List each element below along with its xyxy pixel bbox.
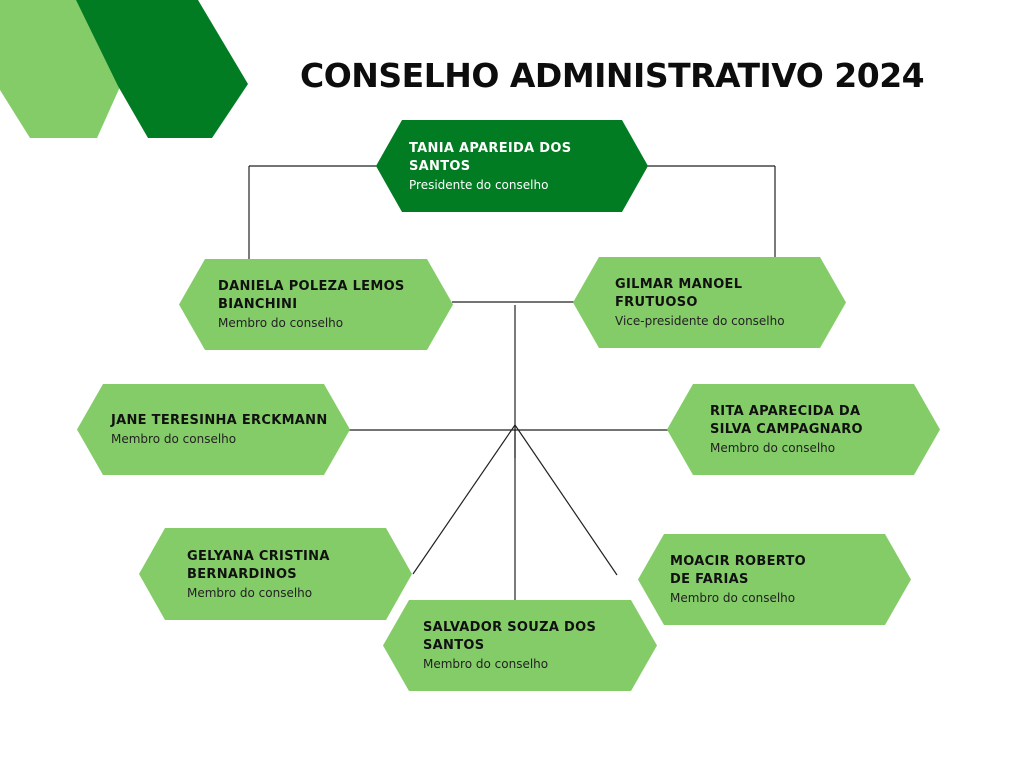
- page-title: CONSELHO ADMINISTRATIVO 2024: [300, 56, 925, 95]
- hexagon-shape: [383, 600, 657, 691]
- member-role: Vice-presidente do conselho: [615, 314, 785, 328]
- member-name: JANE TERESINHA ERCKMANN: [111, 413, 328, 428]
- member-card-gilmar: GILMAR MANOEL FRUTUOSO Vice-presidente d…: [573, 257, 846, 348]
- hexagon-shape: [179, 259, 453, 350]
- member-role: Membro do conselho: [710, 441, 836, 455]
- member-role: Membro do conselho: [423, 657, 549, 671]
- member-name: SALVADOR SOUZA DOS SANTOS: [423, 620, 597, 653]
- member-name: GELYANA CRISTINA BERNARDINOS: [187, 548, 330, 582]
- member-card-rita: RITA APARECIDA DA SILVA CAMPAGNARO Membr…: [667, 384, 940, 475]
- decorative-shapes: [0, 0, 248, 138]
- member-card-moacir: MOACIR ROBERTO DE FARIAS Membro do conse…: [638, 534, 911, 625]
- member-role: Membro do conselho: [218, 316, 344, 330]
- member-name: RITA APARECIDA DA SILVA CAMPAGNARO: [710, 404, 863, 437]
- dark-green-parallelogram-shape: [76, 0, 248, 138]
- hexagon-shape: [77, 384, 350, 475]
- hexagon-shape: [139, 528, 412, 620]
- member-role: Membro do conselho: [187, 585, 313, 600]
- member-card-daniela: DANIELA POLEZA LEMOS BIANCHINI Membro do…: [179, 259, 453, 350]
- hexagon-shape: [638, 534, 911, 625]
- member-name: TANIA APAREIDA DOS SANTOS: [409, 140, 572, 174]
- member-name: MOACIR ROBERTO DE FARIAS: [670, 554, 807, 587]
- member-name: GILMAR MANOEL FRUTUOSO: [615, 277, 743, 310]
- member-role: Presidente do conselho: [409, 177, 549, 192]
- hexagon-shape: [667, 384, 940, 475]
- hexagon-shape: [376, 120, 648, 212]
- member-card-tania: TANIA APAREIDA DOS SANTOS Presidente do …: [376, 120, 648, 212]
- connector-to-gelyana: [412, 424, 516, 575]
- member-card-jane: JANE TERESINHA ERCKMANN Membro do consel…: [77, 384, 350, 475]
- member-role: Membro do conselho: [111, 432, 237, 446]
- member-card-gelyana: GELYANA CRISTINA BERNARDINOS Membro do c…: [139, 528, 412, 620]
- member-card-salvador: SALVADOR SOUZA DOS SANTOS Membro do cons…: [383, 600, 657, 691]
- member-role: Membro do conselho: [670, 591, 796, 605]
- hexagon-shape: [573, 257, 846, 348]
- member-name: DANIELA POLEZA LEMOS BIANCHINI: [218, 279, 405, 312]
- connector-to-moacir: [514, 424, 618, 576]
